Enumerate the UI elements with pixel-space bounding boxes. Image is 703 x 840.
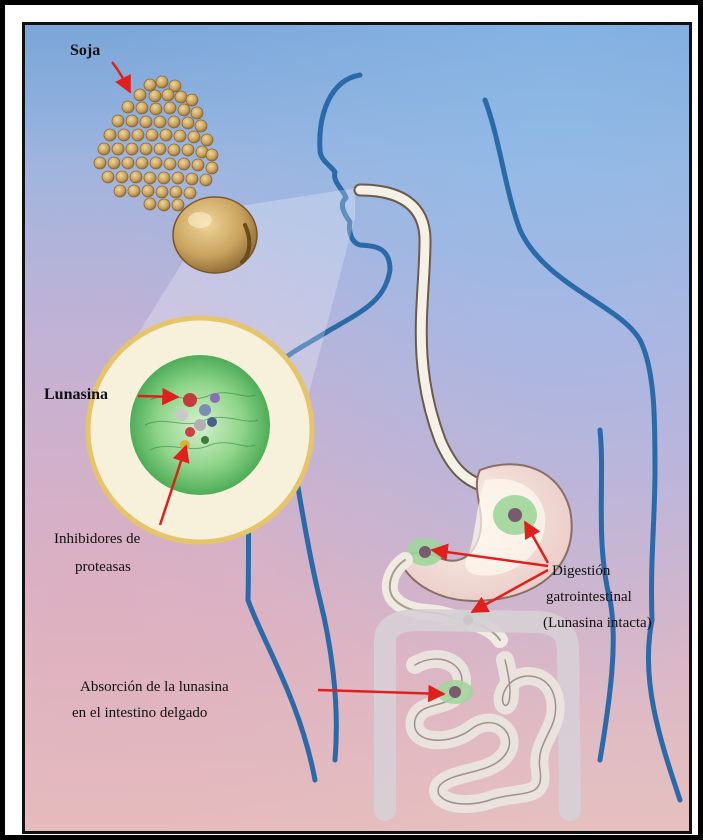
- label-inhibidores-line2: proteasas: [75, 556, 131, 578]
- soybean-pile: [94, 76, 218, 211]
- single-soybean: [173, 197, 257, 273]
- small-intestine: [415, 659, 556, 804]
- label-soja: Soja: [70, 40, 100, 62]
- label-absorcion-line2: en el intestino delgado: [72, 702, 207, 724]
- arrow-soja: [112, 62, 130, 92]
- label-inhibidores-line1: Inhibidores de: [54, 528, 140, 550]
- stomach: [404, 464, 572, 601]
- label-absorcion-line1: Absorción de la lunasina: [80, 676, 229, 698]
- label-digestion-line3: (Lunasina intacta): [543, 612, 652, 634]
- arrow-lunasina: [138, 396, 178, 397]
- magnified-cell: [88, 318, 312, 542]
- label-digestion-line2: gatrointestinal: [546, 586, 632, 608]
- label-digestion-line1: Digestión: [552, 560, 610, 582]
- label-lunasina: Lunasina: [44, 384, 108, 406]
